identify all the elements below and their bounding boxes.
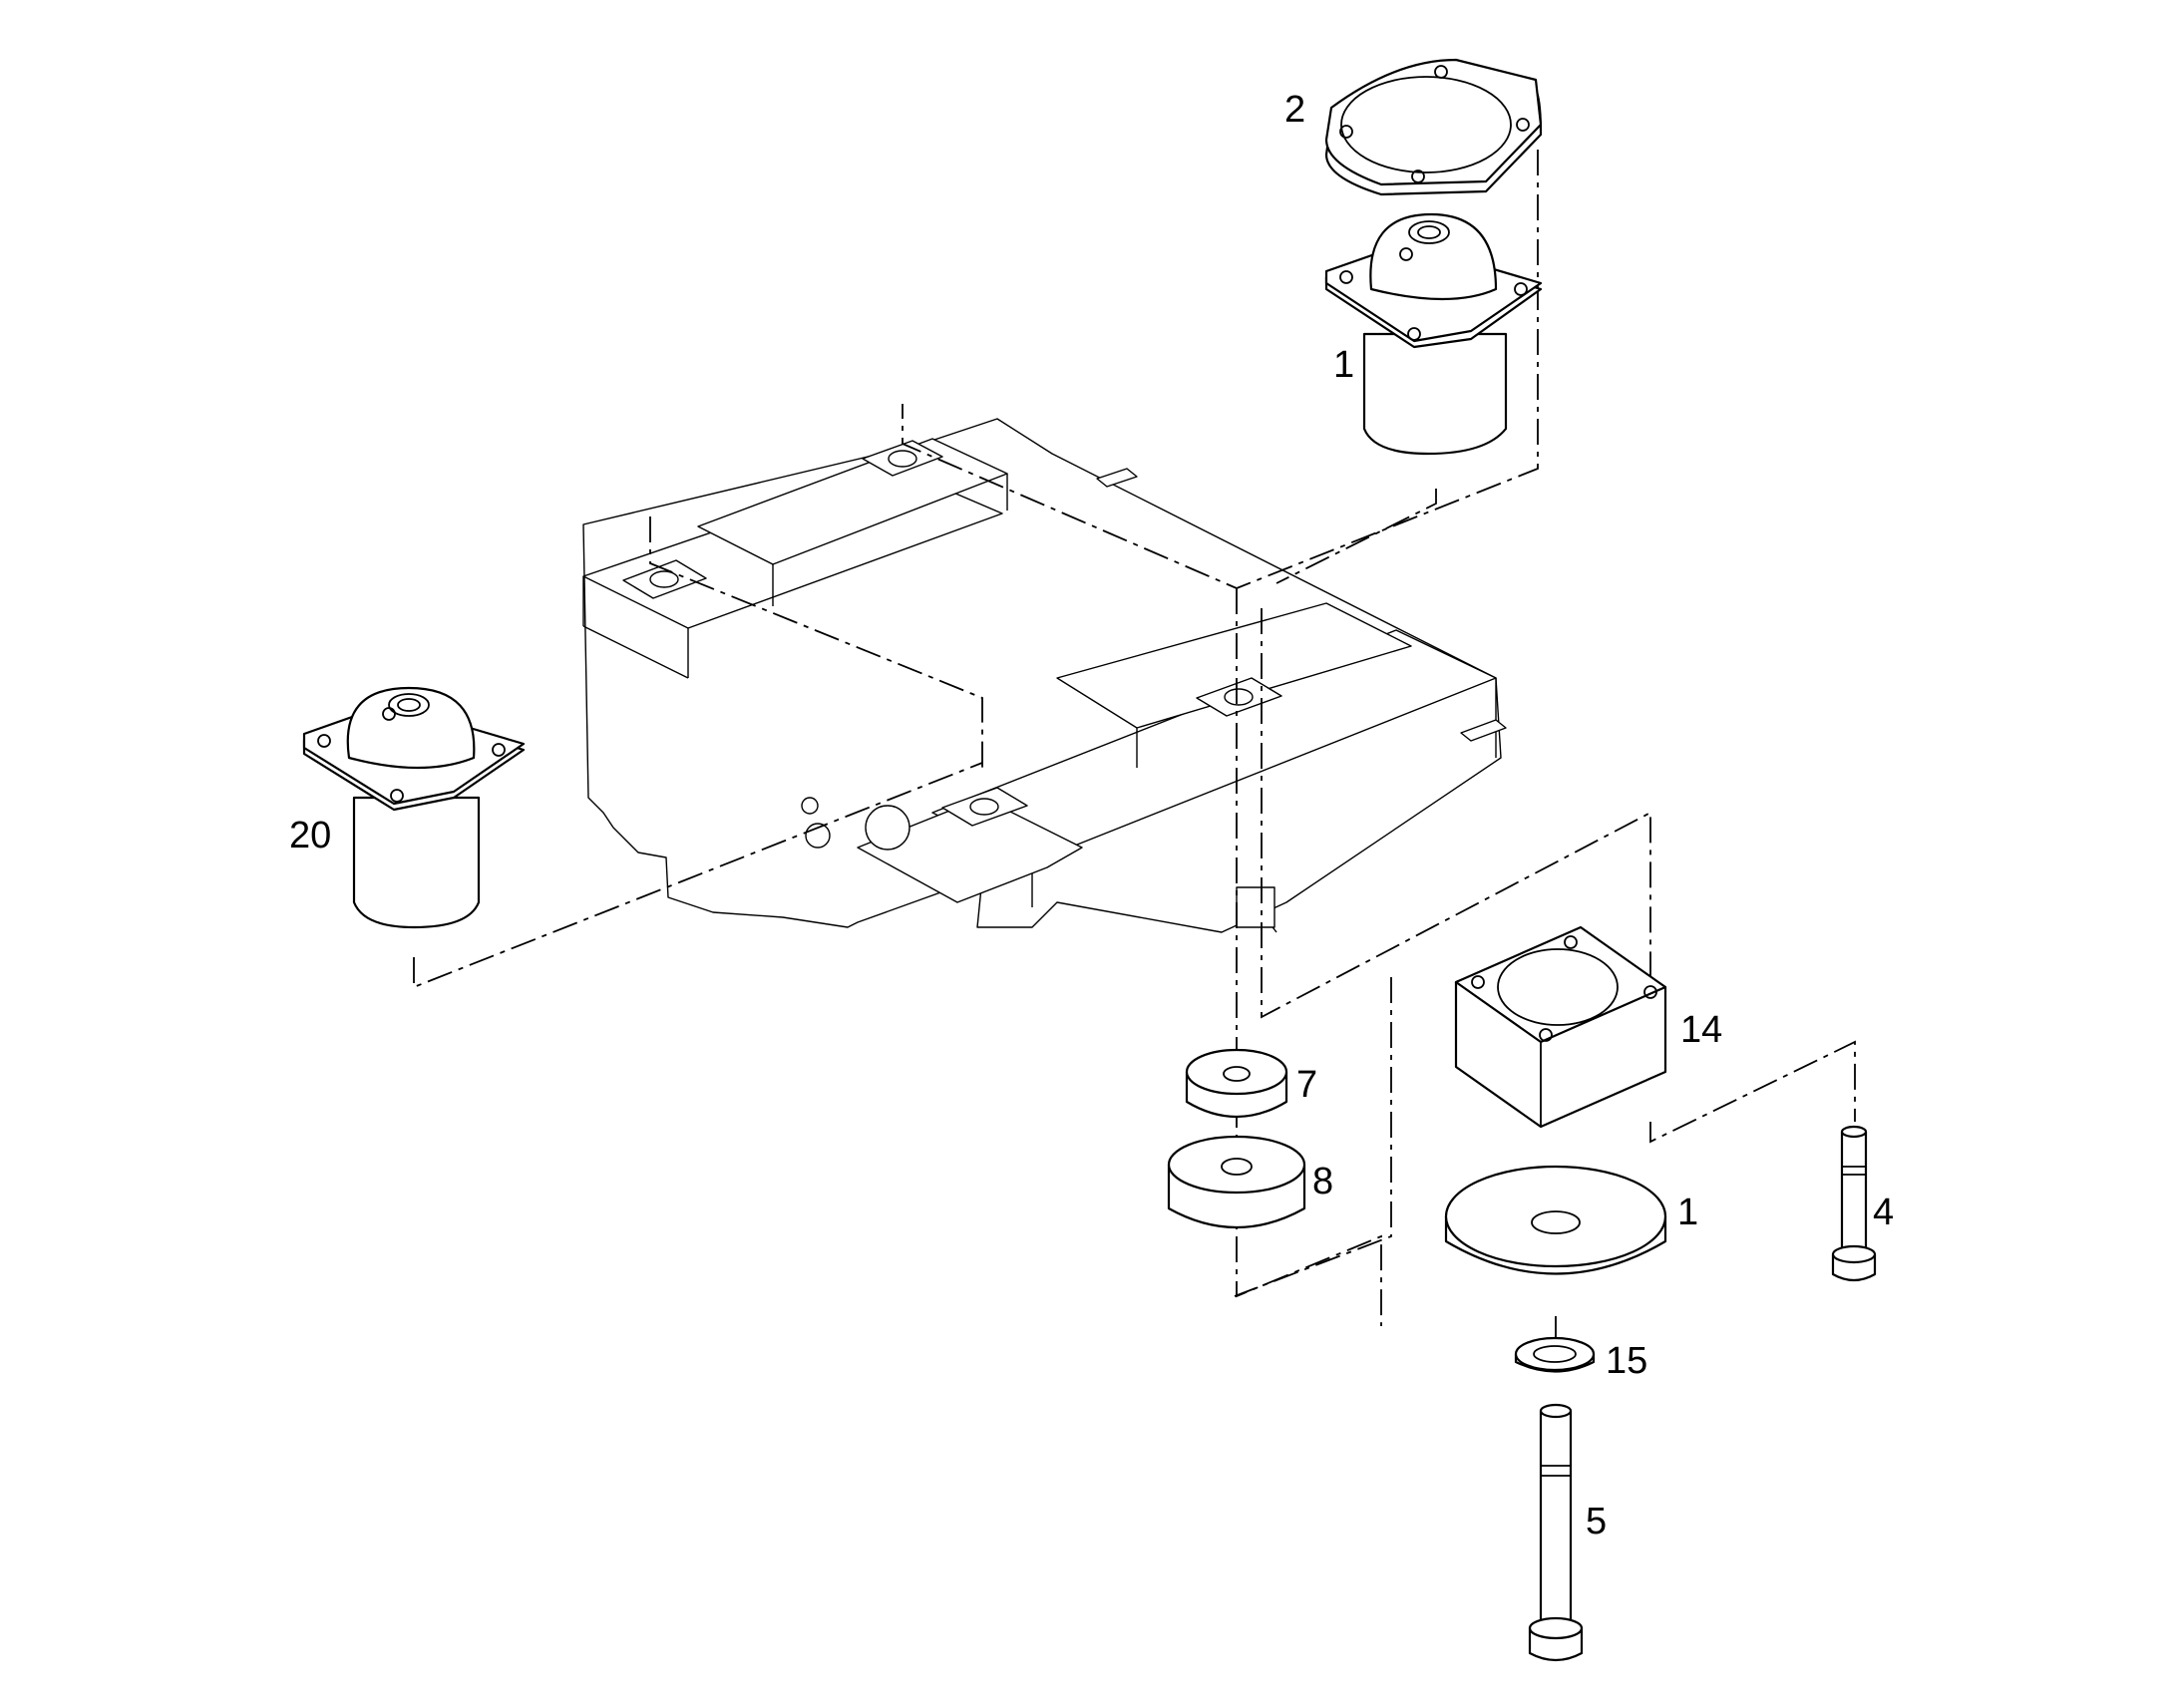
- callout-8: 8: [1312, 1161, 1333, 1202]
- callout-14: 14: [1680, 1009, 1722, 1051]
- bushing-part-8: [1167, 1135, 1306, 1228]
- callout-20: 20: [289, 815, 331, 856]
- disk-part-1-lower: [1444, 1165, 1667, 1275]
- bolt-part-5: [1528, 1403, 1584, 1662]
- callout-1-top: 1: [1333, 344, 1354, 386]
- callout-5: 5: [1586, 1501, 1607, 1542]
- bushing-part-7: [1185, 1048, 1288, 1118]
- rubber-mount-part-1-top: [1324, 212, 1543, 456]
- rubber-mount-part-20: [302, 686, 526, 929]
- chassis-frame: [582, 418, 1507, 933]
- callout-7: 7: [1296, 1064, 1317, 1106]
- callout-4: 4: [1873, 1192, 1894, 1233]
- callout-labels: 2 1 20 7 8 14 1 15 5 4: [289, 89, 1894, 1542]
- callout-1-lower: 1: [1677, 1192, 1698, 1233]
- retaining-plate-part-2: [1324, 58, 1543, 196]
- bolt-part-4: [1831, 1125, 1877, 1282]
- callout-15: 15: [1606, 1340, 1647, 1382]
- spacer-block-part-14: [1454, 925, 1667, 1129]
- assembly-axes: [413, 150, 1856, 1341]
- callout-2: 2: [1284, 89, 1305, 131]
- washer-part-15: [1514, 1336, 1596, 1373]
